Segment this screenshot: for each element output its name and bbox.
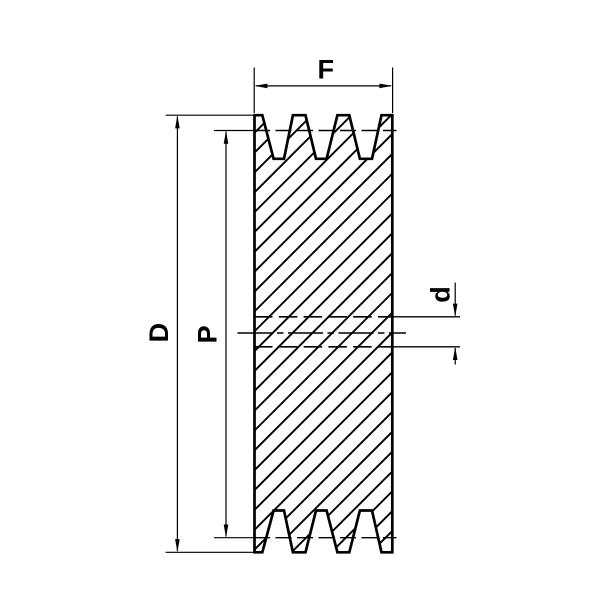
svg-text:D: D <box>144 323 174 343</box>
svg-text:P: P <box>193 325 223 343</box>
svg-text:d: d <box>425 286 455 303</box>
svg-text:F: F <box>318 54 335 84</box>
